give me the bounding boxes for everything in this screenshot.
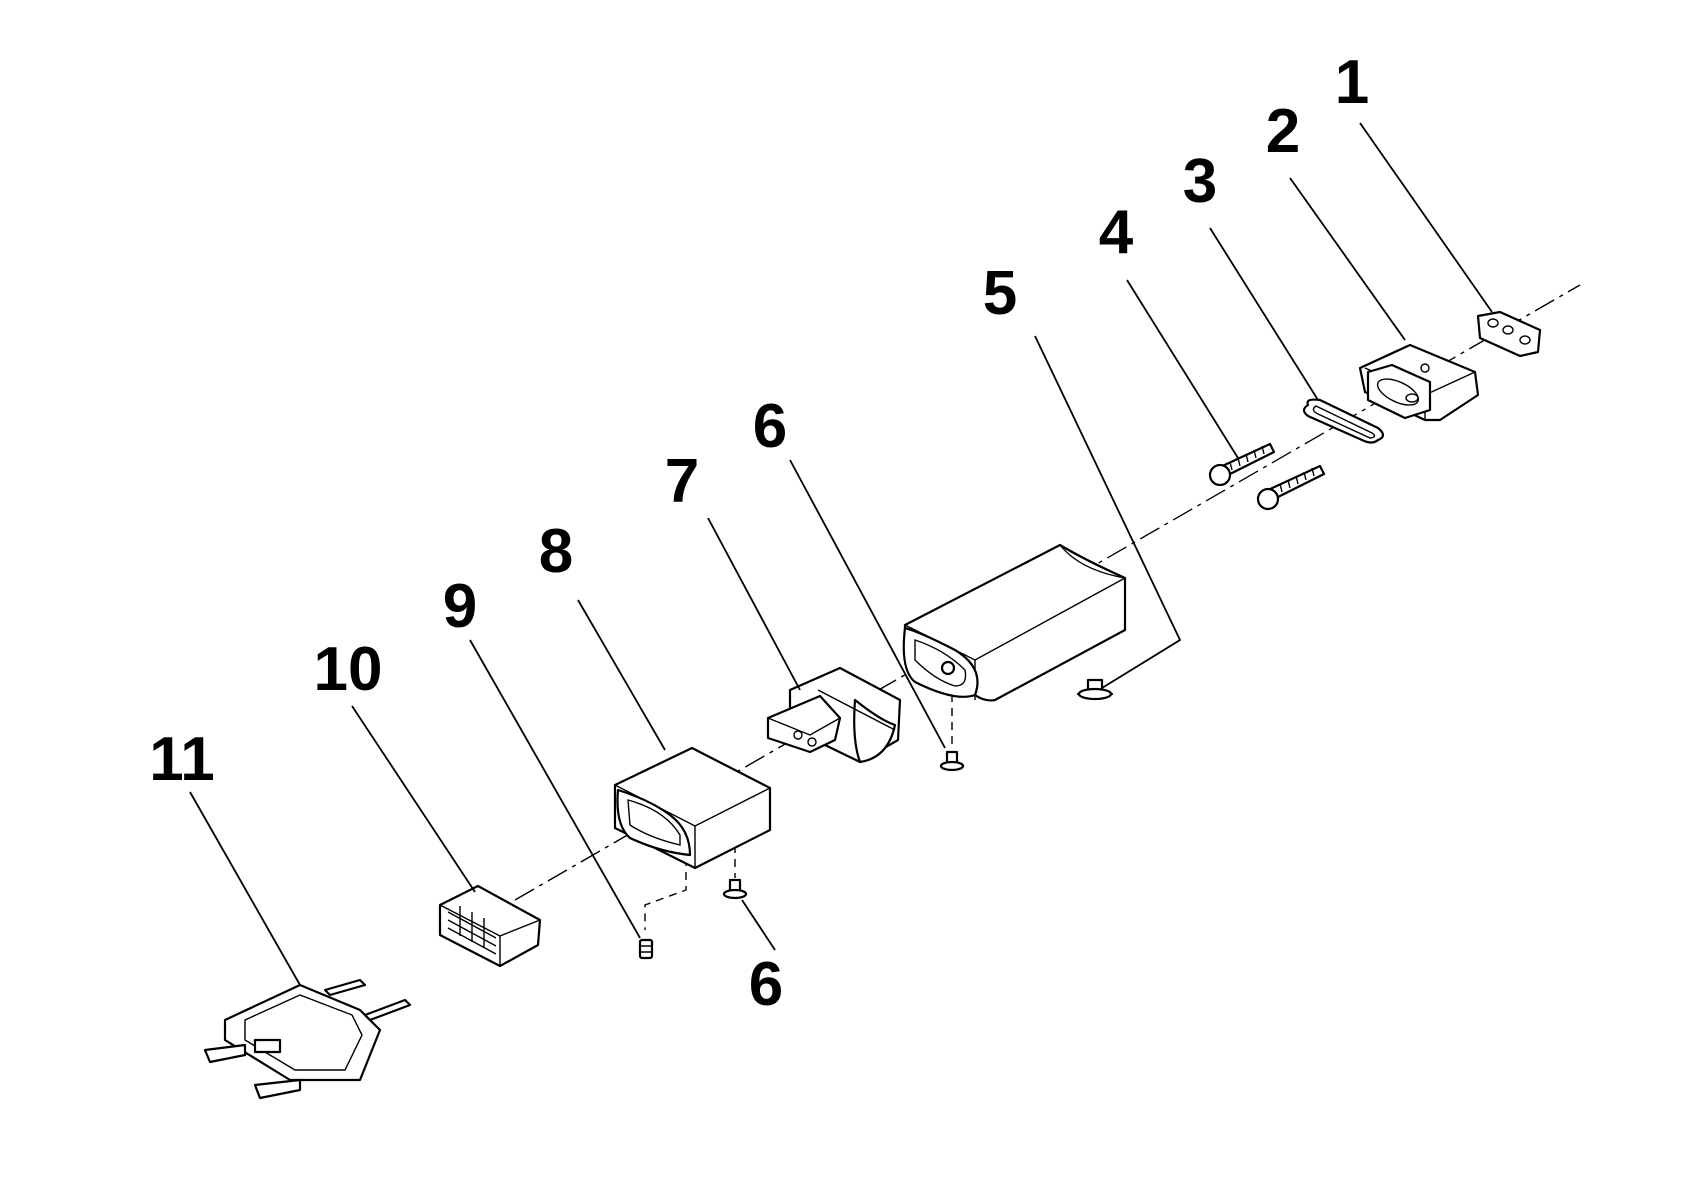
leader-10 <box>351 705 476 893</box>
part-housing <box>902 543 1127 702</box>
part-plate <box>1476 310 1542 358</box>
leader-6-upper <box>789 459 946 749</box>
leader-6-lower <box>741 899 776 951</box>
part-gasket <box>1302 398 1385 444</box>
callout-1: 1 <box>1335 48 1369 117</box>
callout-5: 5 <box>983 259 1017 328</box>
callout-6-lower: 6 <box>749 950 783 1019</box>
leader-3 <box>1209 227 1319 401</box>
part-housing-screw <box>1076 678 1114 701</box>
part-bracket <box>1358 343 1480 422</box>
part-frame <box>203 978 412 1100</box>
part-block-screw <box>722 878 748 900</box>
leader-4 <box>1126 279 1239 459</box>
part-set-screw <box>638 938 654 960</box>
part-block <box>613 746 772 870</box>
leader-9 <box>469 639 641 939</box>
callout-2: 2 <box>1266 97 1300 166</box>
callout-3: 3 <box>1183 147 1217 216</box>
callout-7: 7 <box>665 447 699 516</box>
leader-1 <box>1359 122 1493 313</box>
callout-4: 4 <box>1099 198 1134 267</box>
part-long-screws <box>1208 442 1326 511</box>
leader-2 <box>1289 177 1406 341</box>
part-insert <box>438 884 542 968</box>
leader-8 <box>577 599 666 751</box>
leader-11 <box>189 791 301 986</box>
part-connector-screw <box>939 750 965 772</box>
callout-11: 11 <box>149 725 215 794</box>
callout-6-upper: 6 <box>753 392 787 461</box>
leader-7 <box>707 517 801 691</box>
callout-10: 10 <box>314 635 383 704</box>
callout-9: 9 <box>443 572 477 641</box>
leader-5 <box>1034 335 1182 689</box>
alignment-line-screw-9 <box>644 858 687 930</box>
callout-8: 8 <box>539 517 573 586</box>
part-connector <box>766 666 902 764</box>
